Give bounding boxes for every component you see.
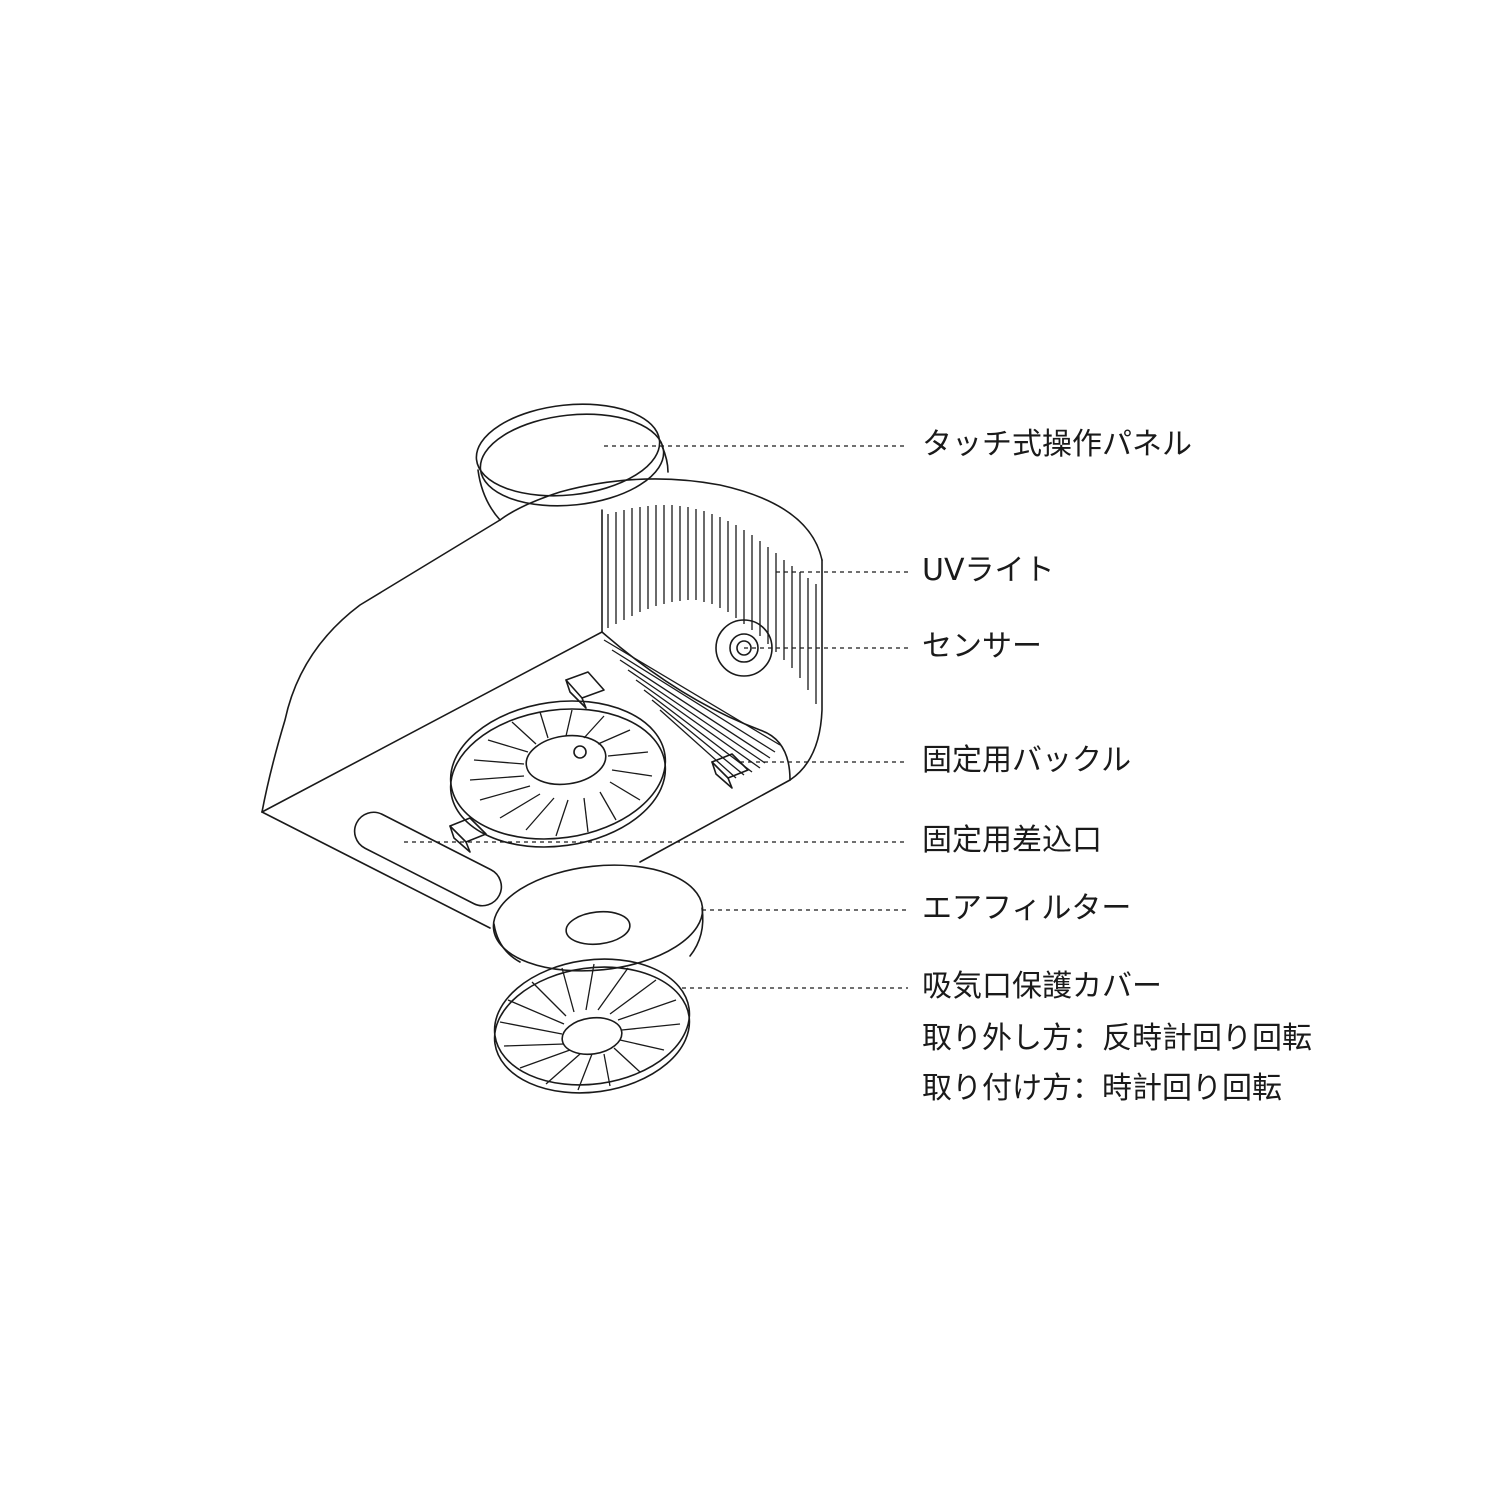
intake-cover-drawing [493, 958, 691, 1094]
label-fixing-buckle: 固定用バックル [922, 743, 1132, 778]
uv-light-fins-drawing [603, 505, 817, 779]
label-attach-method: 取り付け方：時計回り回転 [922, 1071, 1282, 1106]
label-uv-light: UVライト [922, 553, 1055, 588]
intake-grille-drawing [449, 700, 667, 848]
label-touch-panel: タッチ式操作パネル [922, 427, 1192, 462]
label-sensor: センサー [922, 629, 1042, 664]
label-intake-cover: 吸気口保護カバー [922, 969, 1162, 1004]
label-air-filter: エアフィルター [922, 891, 1132, 926]
touch-panel-drawing [475, 403, 669, 521]
air-filter-drawing [492, 864, 704, 972]
label-fixing-slot: 固定用差込口 [922, 823, 1102, 858]
leader-lines [404, 445, 908, 989]
label-removal-method: 取り外し方：反時計回り回転 [922, 1021, 1312, 1056]
sensor-drawing [715, 619, 773, 677]
